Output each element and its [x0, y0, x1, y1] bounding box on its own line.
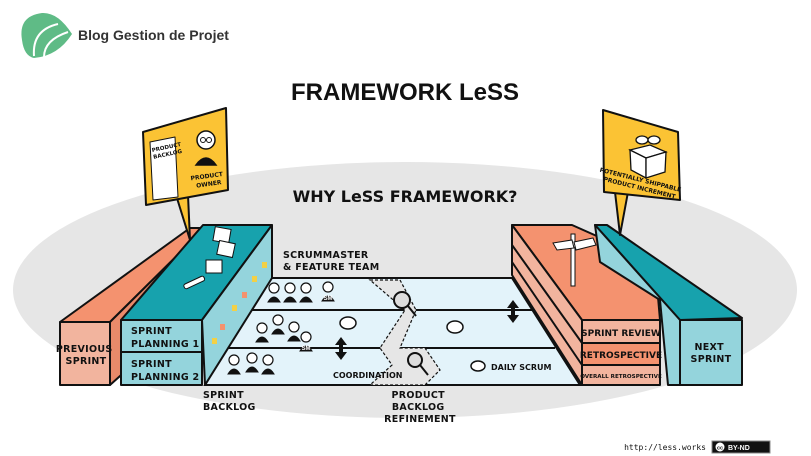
sprint-review-label: SPRINT REVIEW	[581, 329, 661, 339]
license-text: BY-ND	[728, 445, 750, 452]
sprint-backlog-label: SPRINT BACKLOG	[203, 390, 256, 413]
subtitle: WHY LeSS FRAMEWORK?	[293, 187, 518, 206]
less-works-link[interactable]: http://less.works	[624, 443, 706, 452]
arrow-up-down-icon	[335, 300, 519, 360]
speech-bubble-icon	[339, 316, 486, 372]
signpost-icon	[552, 233, 597, 287]
sticky-notes	[212, 262, 267, 344]
scrum-master-badge: SM	[302, 346, 311, 352]
next-sprint-block	[594, 224, 743, 386]
scrum-master-badge: SM	[324, 296, 333, 302]
paper-notes-icon	[183, 226, 236, 290]
sprint-planning-1-label: SPRINT PLANNING 1	[131, 326, 199, 350]
product-owner-label: PRODUCT OWNER	[190, 171, 226, 191]
next-sprint-label: NEXT SPRINT	[691, 342, 732, 365]
feature-team-people	[227, 281, 335, 375]
gift-box-icon	[628, 135, 668, 180]
team-label: SCRUMMASTER & FEATURE TEAM	[283, 250, 379, 273]
previous-sprint-label: PREVIOUS SPRINT	[56, 344, 116, 367]
product-owner-avatar-icon	[194, 130, 218, 166]
coordination-label: COORDINATION	[333, 371, 402, 380]
blog-name[interactable]: Blog Gestion de Projet	[78, 27, 229, 43]
cc-license-badge[interactable]: cc BY-ND	[711, 440, 771, 454]
blog-logo-icon	[21, 12, 72, 59]
sprint-planning-2-label: SPRINT PLANNING 2	[131, 359, 199, 383]
cc-icon: cc	[717, 446, 723, 452]
sprint-lanes	[203, 277, 582, 386]
retrospective-label: RETROSPECTIVE	[580, 351, 662, 361]
daily-scrum-label: DAILY SCRUM	[491, 363, 552, 372]
magnifier-icon	[393, 291, 429, 376]
overall-retrospective-label: OVERALL RETROSPECTIVE	[580, 374, 662, 380]
refinement-label: PRODUCT BACKLOG REFINEMENT	[384, 390, 456, 425]
page-title: FRAMEWORK LeSS	[291, 79, 519, 106]
